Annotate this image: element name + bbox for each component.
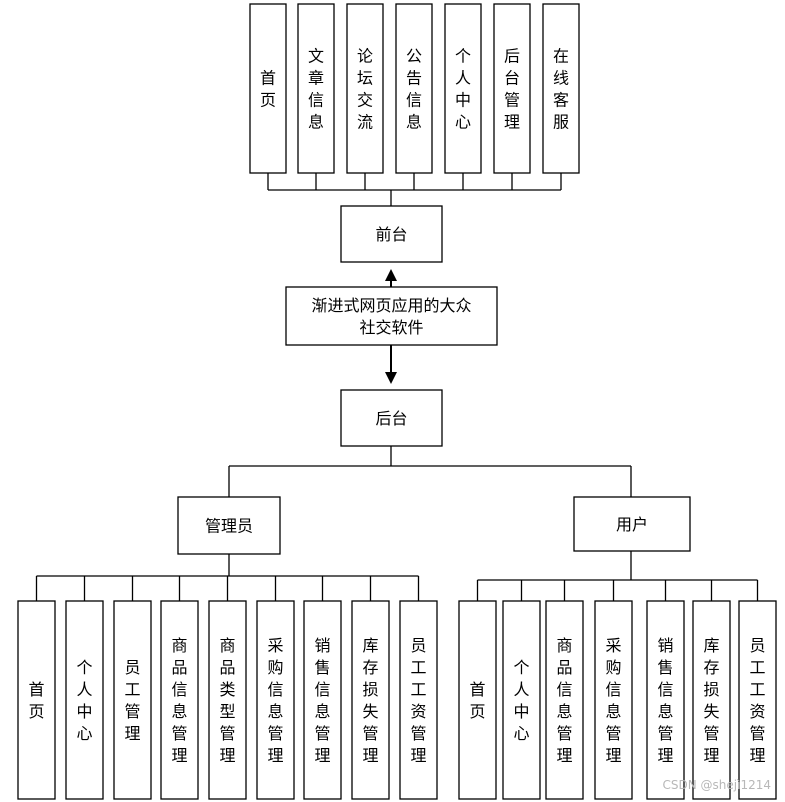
watermark: CSDN @shejì1214 (662, 778, 771, 792)
admin-item-4-label: 商品信息管理 (171, 636, 187, 765)
admin-item-4-box (160, 600, 199, 800)
user-item-1: 首页 (458, 600, 497, 800)
admin-item-7: 销售信息管理 (303, 600, 342, 800)
admin-item-3: 员工管理 (113, 600, 152, 800)
admin-node-label: 管理员 (205, 517, 253, 536)
user-item-1-box (458, 600, 497, 800)
frontend-node-box (340, 205, 443, 263)
front-item-7-box (542, 3, 580, 174)
admin-node-box (177, 496, 281, 555)
admin-item-4: 商品信息管理 (160, 600, 199, 800)
front-item-1-box (249, 3, 287, 174)
user-item-7-box (738, 600, 777, 800)
front-item-1-label: 首页 (260, 69, 276, 110)
front-item-6: 后台管理 (493, 3, 531, 174)
front-item-2-label: 文章信息 (308, 47, 324, 132)
admin-item-6-box (256, 600, 295, 800)
admin-item-1-label: 首页 (28, 680, 44, 721)
user-node-label: 用户 (616, 515, 648, 534)
user-item-4-label: 采购信息管理 (605, 636, 621, 765)
connector-lines (35, 173, 759, 601)
front-item-4-box (395, 3, 433, 174)
front-item-2: 文章信息 (297, 3, 335, 174)
frontend-node-label: 前台 (375, 225, 407, 244)
user-item-2-box (502, 600, 541, 800)
admin-item-7-label: 销售信息管理 (314, 636, 330, 765)
admin-item-3-label: 员工管理 (124, 658, 140, 743)
admin-item-7-box (303, 600, 342, 800)
user-item-7: 员工工资管理 (738, 600, 777, 800)
admin-item-1-box (17, 600, 56, 800)
user-item-5-box (646, 600, 685, 800)
diagram-nodes: 首页文章信息论坛交流公告信息个人中心后台管理在线客服前台渐进式网页应用的大众社交… (17, 3, 777, 800)
front-item-6-label: 后台管理 (504, 47, 520, 132)
front-item-7: 在线客服 (542, 3, 580, 174)
front-item-7-label: 在线客服 (553, 47, 569, 132)
admin-item-8: 库存损失管理 (351, 600, 390, 800)
front-item-1: 首页 (249, 3, 287, 174)
user-item-3-box (545, 600, 584, 800)
frontend-node: 前台 (340, 205, 443, 263)
front-item-4-label: 公告信息 (406, 47, 422, 132)
user-item-5-label: 销售信息管理 (657, 636, 673, 765)
root-node-box (285, 286, 498, 346)
user-item-2-label: 个人中心 (513, 658, 529, 743)
admin-item-9: 员工工资管理 (399, 600, 438, 800)
admin-item-9-label: 员工工资管理 (410, 636, 426, 765)
user-item-6-box (692, 600, 731, 800)
admin-item-8-box (351, 600, 390, 800)
user-item-4: 采购信息管理 (594, 600, 633, 800)
front-item-6-box (493, 3, 531, 174)
admin-item-6-label: 采购信息管理 (267, 636, 283, 765)
front-item-5: 个人中心 (444, 3, 482, 174)
user-item-3-label: 商品信息管理 (556, 636, 572, 765)
admin-item-2-label: 个人中心 (76, 658, 92, 743)
front-item-2-box (297, 3, 335, 174)
root-node-label-line: 渐进式网页应用的大众 (311, 296, 471, 315)
backend-node-box (340, 389, 443, 447)
admin-item-5-label: 商品类型管理 (219, 636, 235, 765)
front-item-3-box (346, 3, 384, 174)
user-item-6-label: 库存损失管理 (703, 636, 719, 765)
admin-item-5-box (208, 600, 247, 800)
admin-item-6: 采购信息管理 (256, 600, 295, 800)
front-item-3: 论坛交流 (346, 3, 384, 174)
user-item-1-label: 首页 (469, 680, 485, 721)
user-node: 用户 (573, 496, 691, 552)
admin-item-2: 个人中心 (65, 600, 104, 800)
front-item-5-box (444, 3, 482, 174)
admin-node: 管理员 (177, 496, 281, 555)
user-item-7-label: 员工工资管理 (749, 636, 765, 765)
user-item-3: 商品信息管理 (545, 600, 584, 800)
admin-item-3-box (113, 600, 152, 800)
root-node-label-line: 社交软件 (359, 318, 423, 337)
admin-item-9-box (399, 600, 438, 800)
user-item-5: 销售信息管理 (646, 600, 685, 800)
user-item-2: 个人中心 (502, 600, 541, 800)
admin-item-1: 首页 (17, 600, 56, 800)
front-item-3-label: 论坛交流 (357, 47, 373, 132)
admin-item-5: 商品类型管理 (208, 600, 247, 800)
backend-node-label: 后台 (375, 409, 407, 428)
user-item-6: 库存损失管理 (692, 600, 731, 800)
user-item-4-box (594, 600, 633, 800)
admin-item-8-label: 库存损失管理 (362, 636, 378, 765)
backend-node: 后台 (340, 389, 443, 447)
user-node-box (573, 496, 691, 552)
front-item-5-label: 个人中心 (455, 47, 471, 132)
admin-item-2-box (65, 600, 104, 800)
front-item-4: 公告信息 (395, 3, 433, 174)
